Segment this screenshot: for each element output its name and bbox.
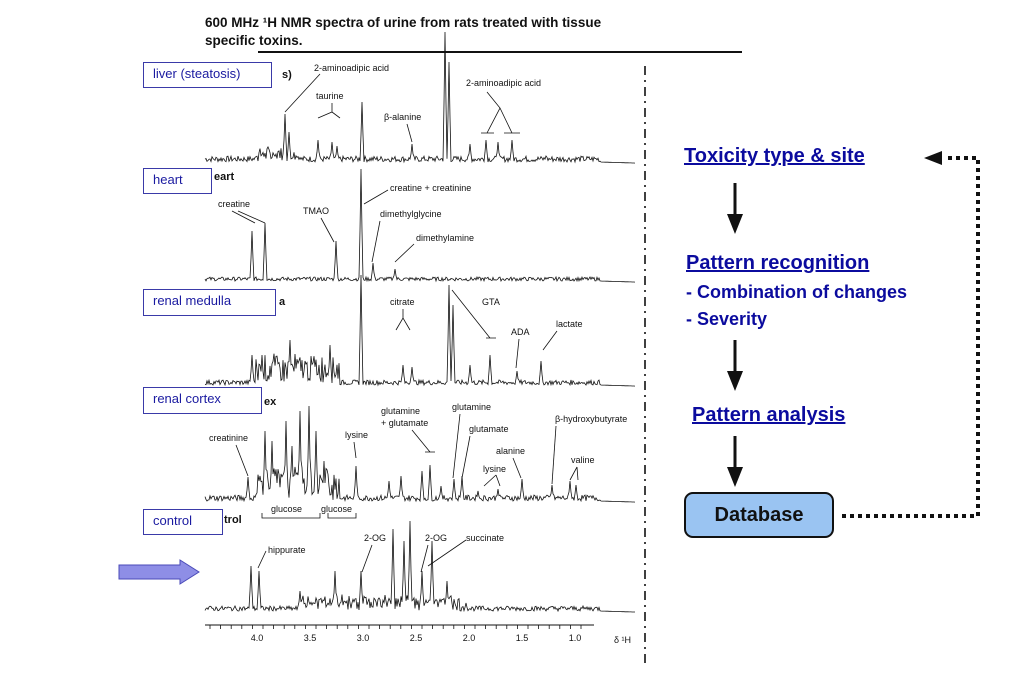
peak-label: 2-OG <box>364 533 386 543</box>
arrow-down-icon <box>727 371 743 391</box>
peak-label: lysine <box>345 430 368 440</box>
peak-label: ADA <box>511 327 530 337</box>
spectrum-heading-medulla: a <box>279 296 286 308</box>
arrow-left-icon <box>924 151 942 165</box>
peak-label: 2-aminoadipic acid <box>314 63 389 73</box>
flow-step-pattern-recognition: Pattern recognition <box>686 252 870 274</box>
flow-step-toxicity: Toxicity type & site <box>684 145 865 167</box>
box-liver-steatosis: liver (steatosis) <box>143 62 272 88</box>
peak-label: citrate <box>390 297 415 307</box>
peak-label: lactate <box>556 319 583 329</box>
peak-label: β-alanine <box>384 112 421 122</box>
flow-step-pattern-analysis: Pattern analysis <box>692 404 846 426</box>
peak-label: 2-aminoadipic acid <box>466 78 541 88</box>
axis-tick-label: 2.5 <box>410 633 423 643</box>
peak-label: succinate <box>466 533 504 543</box>
spectrum-heading-control: trol <box>224 514 242 526</box>
peak-label: glutamine <box>381 406 420 416</box>
axis-tick-label: 4.0 <box>251 633 264 643</box>
database-box: Database <box>684 492 834 538</box>
spectrum-trace <box>204 168 636 283</box>
flow-arrows <box>727 183 743 487</box>
arrow-down-icon <box>727 214 743 234</box>
figure-title-line2: specific toxins. <box>205 33 303 48</box>
figure-title-line1: 600 MHz ¹H NMR spectra of urine from rat… <box>205 15 602 30</box>
peak-label: glutamate <box>469 424 509 434</box>
peak-label: creatine <box>218 199 250 209</box>
axis-tick-label: 1.0 <box>569 633 582 643</box>
peak-label: + glutamate <box>381 418 428 428</box>
peak-label: lysine <box>483 464 506 474</box>
peak-label: dimethylamine <box>416 233 474 243</box>
axis-tick-label: 2.0 <box>463 633 476 643</box>
peak-label: creatine + creatinine <box>390 183 471 193</box>
spectrum-heading-heart: eart <box>214 171 235 183</box>
axis-tick-label: 3.5 <box>304 633 317 643</box>
ppm-axis: 4.0 3.5 3.0 2.5 2.0 1.5 1.0 δ ¹H <box>205 624 631 645</box>
peak-label: glucose <box>271 504 302 514</box>
spectrum-trace <box>204 31 636 164</box>
peak-label: dimethylglycine <box>380 209 442 219</box>
box-heart: heart <box>143 168 212 194</box>
feedback-loop <box>842 151 980 518</box>
peak-label: glucose <box>321 504 352 514</box>
peak-label: TMAO <box>303 206 329 216</box>
spectrum-trace <box>204 520 635 613</box>
spectrum-heading-liver: s) <box>282 69 292 81</box>
spectrum-trace <box>204 405 636 503</box>
peak-label: β-hydroxybutyrate <box>555 414 627 424</box>
box-control: control <box>143 509 223 535</box>
spectrum-trace <box>204 274 636 387</box>
peak-label: glutamine <box>452 402 491 412</box>
peak-label: GTA <box>482 297 500 307</box>
spectrum-traces <box>204 31 636 613</box>
peak-label: creatinine <box>209 433 248 443</box>
flow-point-combination: - Combination of changes <box>686 282 908 302</box>
peak-label: hippurate <box>268 545 306 555</box>
box-renal-cortex: renal cortex <box>143 387 262 414</box>
flow-point-severity: - Severity <box>686 309 768 329</box>
axis-tick-label: 3.0 <box>357 633 370 643</box>
peak-label: valine <box>571 455 595 465</box>
input-arrow-icon <box>118 559 200 585</box>
peak-label: taurine <box>316 91 344 101</box>
axis-tick-label: 1.5 <box>516 633 529 643</box>
spectrum-heading-cortex: ex <box>264 396 277 408</box>
peak-label: alanine <box>496 446 525 456</box>
arrow-down-icon <box>727 467 743 487</box>
peak-label: 2-OG <box>425 533 447 543</box>
box-renal-medulla: renal medulla <box>143 289 276 316</box>
axis-unit-label: δ ¹H <box>614 635 631 645</box>
